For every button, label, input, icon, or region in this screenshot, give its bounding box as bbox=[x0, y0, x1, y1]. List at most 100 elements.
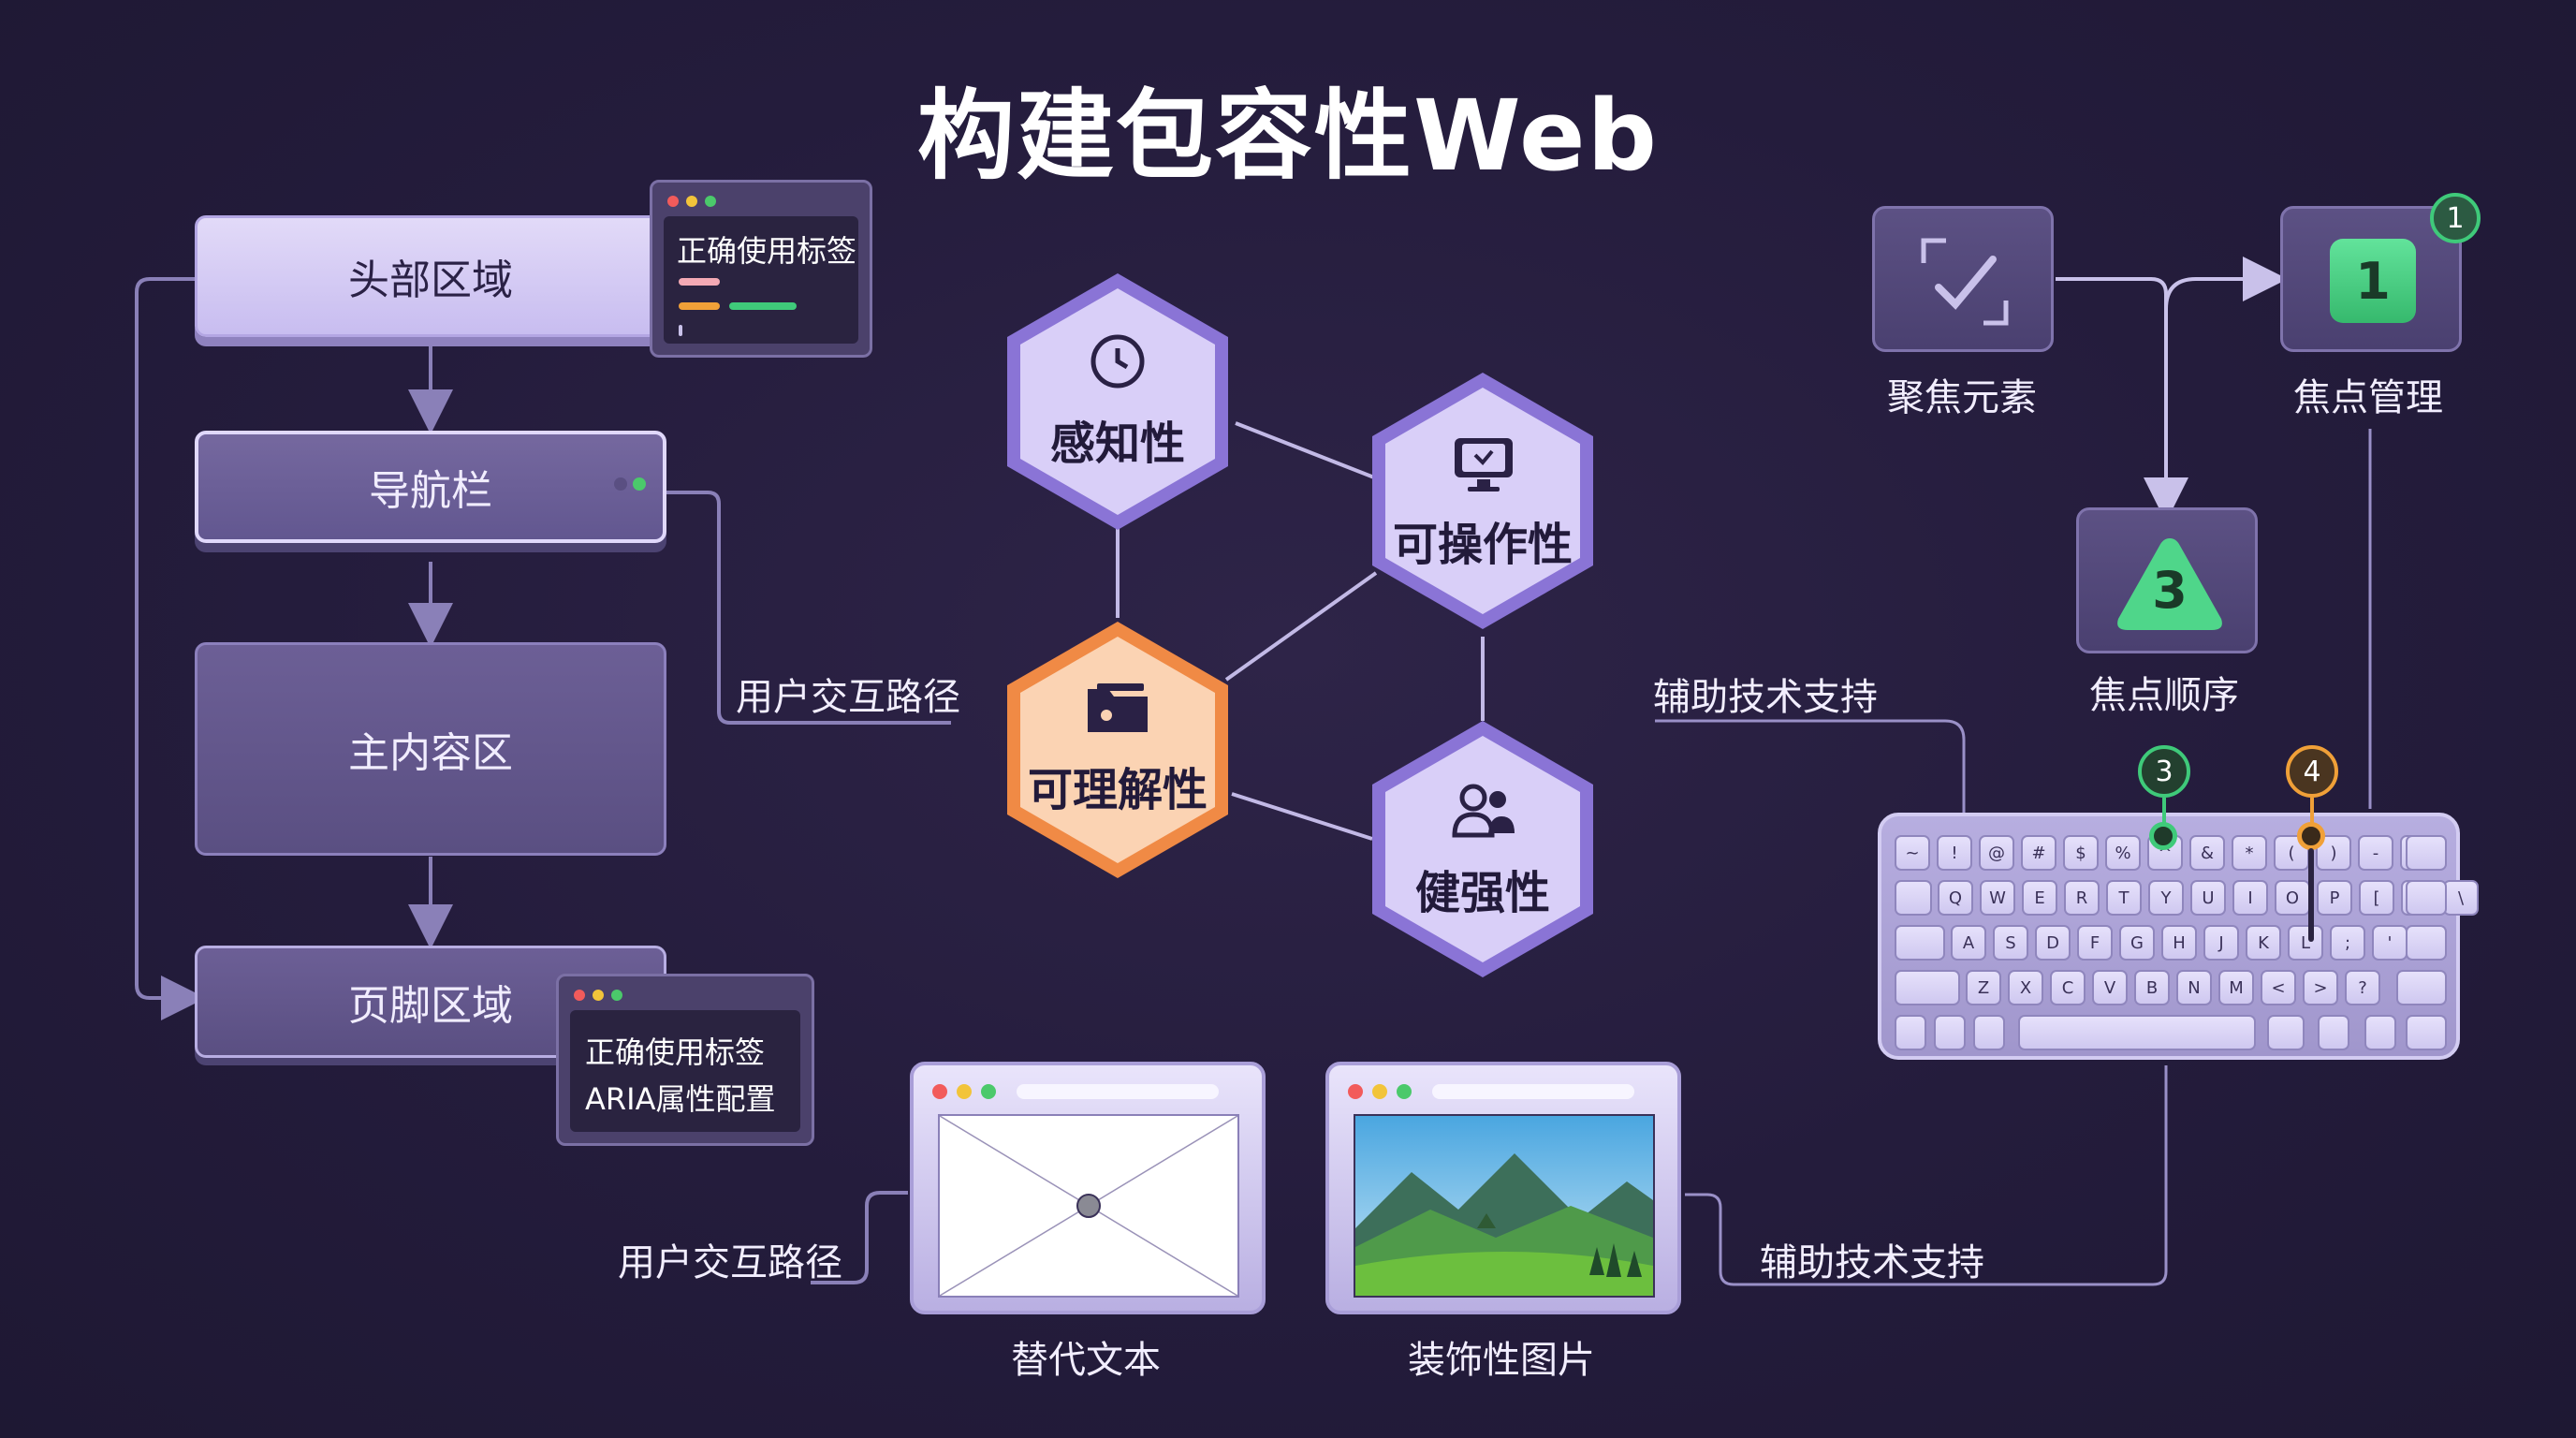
hex-perceivable: 感知性 bbox=[1003, 270, 1232, 534]
keyboard-key bbox=[2018, 1015, 2256, 1050]
warning-triangle-icon: 3 bbox=[2113, 533, 2227, 636]
keyboard-key: & bbox=[2189, 835, 2225, 871]
keyboard-key: - bbox=[2358, 835, 2393, 871]
header-region: 头部区域 bbox=[195, 215, 666, 337]
keyboard-key: X bbox=[2008, 970, 2043, 1005]
keyboard-key bbox=[1934, 1015, 1966, 1050]
decorative-image-window bbox=[1325, 1062, 1681, 1314]
keyboard-key: O bbox=[2275, 880, 2310, 916]
main-content-region: 主内容区 bbox=[195, 642, 666, 856]
hex-label: 可操作性 bbox=[1392, 519, 1573, 571]
badge-value: 4 bbox=[2303, 755, 2321, 788]
keyboard-key: L bbox=[2288, 925, 2323, 961]
page-title: 构建包容性Web bbox=[917, 79, 1659, 193]
focus-ring-green bbox=[2149, 822, 2177, 850]
keyboard-key bbox=[2406, 1015, 2447, 1050]
hex-label: 健强性 bbox=[1414, 867, 1550, 919]
main-region-label: 主内容区 bbox=[348, 729, 513, 777]
focus-element-box bbox=[1872, 206, 2054, 352]
user-path-label-top: 用户交互路径 bbox=[736, 676, 960, 719]
keyboard-key: D bbox=[2035, 925, 2071, 961]
focus-element-label: 聚焦元素 bbox=[1887, 376, 2037, 419]
assistive-label-bottom: 辅助技术支持 bbox=[1760, 1241, 1984, 1284]
keyboard-key bbox=[2406, 880, 2447, 916]
keyboard-key: A bbox=[1951, 925, 1986, 961]
window-controls bbox=[1348, 1084, 1412, 1099]
keyboard-icon: ~!@#$%^&*()-+QWERTYUIOP[]\ASDFGHJKL;'ZXC… bbox=[1878, 813, 2479, 1060]
keyboard-key bbox=[1895, 1015, 1926, 1050]
nav-label: 导航栏 bbox=[369, 467, 492, 515]
keyboard-key: S bbox=[1993, 925, 2028, 961]
keyboard-key: E bbox=[2022, 880, 2057, 916]
focus-management-tile: 1 bbox=[2330, 239, 2416, 323]
keyboard-key: ? bbox=[2345, 970, 2380, 1005]
keyboard-key: J bbox=[2203, 925, 2239, 961]
code-cursor bbox=[679, 325, 682, 336]
keyboard-key: Z bbox=[1966, 970, 2001, 1005]
focus-indicator-line bbox=[2162, 798, 2166, 824]
alt-text-window bbox=[910, 1062, 1266, 1314]
keyboard-key: G bbox=[2119, 925, 2155, 961]
focus-order-value: 3 bbox=[2152, 561, 2188, 620]
code-panel bbox=[570, 1010, 800, 1132]
code-window-text: 正确使用标签 bbox=[677, 233, 857, 269]
clock-icon bbox=[1090, 333, 1146, 389]
header-code-window: 正确使用标签 bbox=[650, 180, 872, 358]
keyboard-key: K bbox=[2246, 925, 2281, 961]
keyboard-key: > bbox=[2303, 970, 2338, 1005]
keyboard-badge-3: 3 bbox=[2138, 745, 2190, 798]
decorative-image-label: 装饰性图片 bbox=[1408, 1339, 1595, 1382]
keyboard-key bbox=[1895, 880, 1932, 916]
badge-value: 1 bbox=[2446, 201, 2465, 235]
navigation-bar: 导航栏 bbox=[195, 431, 666, 543]
hex-label: 可理解性 bbox=[1027, 764, 1208, 816]
keyboard-key: \ bbox=[2443, 880, 2479, 916]
hex-understandable: 可理解性 bbox=[1003, 618, 1232, 882]
keyboard-key bbox=[2318, 1015, 2349, 1050]
landscape-image-icon bbox=[1354, 1114, 1655, 1298]
keyboard-key bbox=[1895, 925, 1945, 961]
focus-stem-orange bbox=[2308, 848, 2314, 942]
image-placeholder-icon bbox=[938, 1114, 1239, 1298]
focus-badge-1: 1 bbox=[2430, 193, 2481, 243]
code-line bbox=[679, 302, 720, 310]
keyboard-key: T bbox=[2106, 880, 2142, 916]
keyboard-key: * bbox=[2232, 835, 2267, 871]
focus-order-box: 3 bbox=[2076, 507, 2258, 653]
keyboard-key: F bbox=[2077, 925, 2113, 961]
keyboard-key: P bbox=[2317, 880, 2352, 916]
hex-robust: 健强性 bbox=[1368, 717, 1597, 981]
focus-order-label: 焦点顺序 bbox=[2089, 674, 2239, 717]
keyboard-key: N bbox=[2176, 970, 2212, 1005]
user-path-label-bottom: 用户交互路径 bbox=[618, 1241, 842, 1284]
folder-icon bbox=[1084, 680, 1151, 736]
keyboard-key: H bbox=[2161, 925, 2197, 961]
keyboard-key: # bbox=[2021, 835, 2056, 871]
focus-management-value: 1 bbox=[2355, 251, 2391, 311]
footer-region-label: 页脚区域 bbox=[348, 982, 513, 1030]
focus-ring-orange bbox=[2297, 822, 2325, 850]
keyboard-key: C bbox=[2050, 970, 2086, 1005]
keyboard-key bbox=[2406, 925, 2447, 961]
header-region-label: 头部区域 bbox=[348, 257, 513, 304]
keyboard-key: @ bbox=[1979, 835, 2014, 871]
keyboard-key: M bbox=[2218, 970, 2254, 1005]
keyboard-key: U bbox=[2190, 880, 2226, 916]
window-controls bbox=[932, 1084, 996, 1099]
status-dot-icon bbox=[633, 477, 646, 491]
url-bar bbox=[1432, 1084, 1634, 1099]
status-dot-icon bbox=[614, 477, 627, 491]
keyboard-key: ; bbox=[2330, 925, 2365, 961]
keyboard-key: ~ bbox=[1895, 835, 1930, 871]
keyboard-key bbox=[1895, 970, 1960, 1005]
footer-code-window: 正确使用标签 ARIA属性配置 bbox=[556, 974, 814, 1146]
monitor-check-icon bbox=[1451, 434, 1516, 494]
keyboard-key bbox=[2364, 1015, 2396, 1050]
code-window-text: ARIA属性配置 bbox=[585, 1081, 776, 1117]
keyboard-key: [ bbox=[2359, 880, 2394, 916]
focus-indicator-line bbox=[2310, 798, 2314, 824]
keyboard-key: I bbox=[2232, 880, 2268, 916]
keyboard-key bbox=[2396, 970, 2447, 1005]
keyboard-key bbox=[1973, 1015, 2005, 1050]
